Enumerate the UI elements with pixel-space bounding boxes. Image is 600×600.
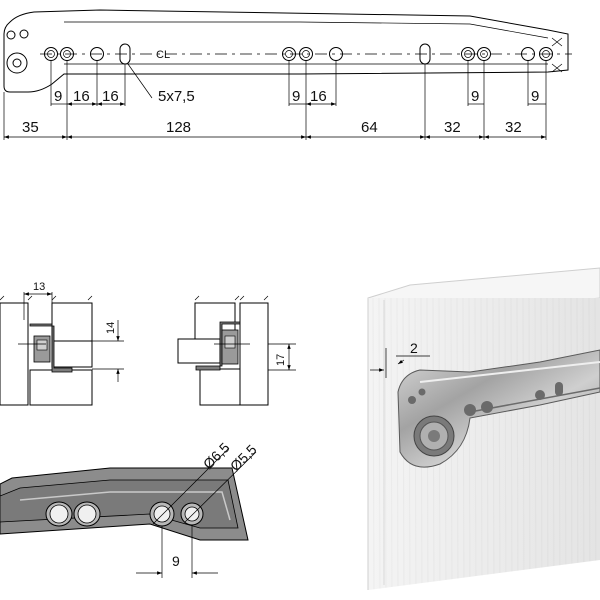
section-view-right: 17: [177, 295, 296, 406]
dim-9-c: 9: [471, 88, 479, 105]
slide-profile: [195, 321, 241, 371]
section-view-left: 13 14: [0, 281, 124, 406]
hole-diameter-a: Ø6,5: [200, 439, 233, 472]
roller-wheel: [6, 52, 28, 74]
rail-drawing: 9 16 16 9 16 9 9 5x7,5 CL 35 128 64 32 3…: [3, 9, 572, 140]
hole-spacing-label: 9: [172, 553, 180, 569]
slide-profile: [29, 323, 73, 373]
dim-16-c: 16: [310, 88, 327, 105]
dim-16-b: 16: [102, 88, 119, 105]
rail-hole: [19, 29, 29, 39]
extension-lines: [3, 60, 547, 140]
section-height-label-right: 17: [275, 354, 287, 366]
centerline-label: CL: [156, 49, 170, 61]
dim-64: 64: [361, 119, 378, 136]
small-dimension-row: 9 16 16 9 16 9 9: [51, 88, 546, 106]
dim-9-d: 9: [531, 88, 539, 105]
section-height-label: 14: [105, 322, 117, 334]
dim-9-b: 9: [292, 88, 300, 105]
mounting-photo: 2: [367, 267, 600, 590]
dim-16-a: 16: [73, 88, 90, 105]
rail-hole: [6, 30, 16, 40]
dim-35: 35: [22, 119, 39, 136]
dim-9-a: 9: [54, 88, 62, 105]
hole-detail: Ø6,5 Ø5,5 9: [0, 439, 260, 578]
rail-outline: [3, 9, 569, 93]
slot-size-label: 5x7,5: [158, 88, 195, 105]
dim-128: 128: [166, 119, 191, 136]
main-dimension-row: 35 128 64 32 32: [3, 119, 546, 139]
dim-32-a: 32: [444, 119, 461, 136]
dim-32-b: 32: [505, 119, 522, 136]
gap-label: 2: [410, 340, 418, 356]
section-width-label: 13: [33, 281, 45, 293]
